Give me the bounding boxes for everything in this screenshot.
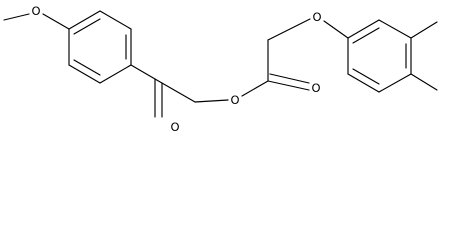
bond-line xyxy=(352,68,380,85)
bond-line xyxy=(267,18,311,41)
atom-label-ester-carbonyl-oxygen: O xyxy=(311,81,320,95)
bond-line xyxy=(378,19,412,39)
bond-line xyxy=(323,20,349,39)
bond-line xyxy=(267,80,310,91)
atom-label-methoxy-oxygen: O xyxy=(31,4,40,18)
bond-line xyxy=(3,13,30,21)
bond-line xyxy=(410,21,438,39)
bond-line xyxy=(99,10,132,30)
bond-line xyxy=(73,18,101,35)
bond-line xyxy=(194,99,229,103)
bond-line xyxy=(42,13,70,30)
bond-line xyxy=(269,73,310,84)
bond-line xyxy=(378,73,412,93)
bond-line xyxy=(347,73,380,93)
bond-line xyxy=(130,64,156,80)
bond-line xyxy=(154,78,196,103)
bond-line xyxy=(99,64,132,84)
atom-label-ketone-oxygen: O xyxy=(170,120,179,134)
bond-line xyxy=(347,19,380,39)
bond-line xyxy=(410,73,438,91)
chemical-structure: O O O O O xyxy=(3,4,438,134)
bond-lines xyxy=(3,10,438,118)
bond-line xyxy=(241,80,269,97)
bond-line xyxy=(68,10,101,30)
atom-label-ether-oxygen: O xyxy=(312,10,321,24)
bond-line xyxy=(352,27,380,44)
bond-line xyxy=(68,64,101,84)
bond-line xyxy=(73,59,101,76)
atom-label-ester-oxygen: O xyxy=(230,93,239,107)
